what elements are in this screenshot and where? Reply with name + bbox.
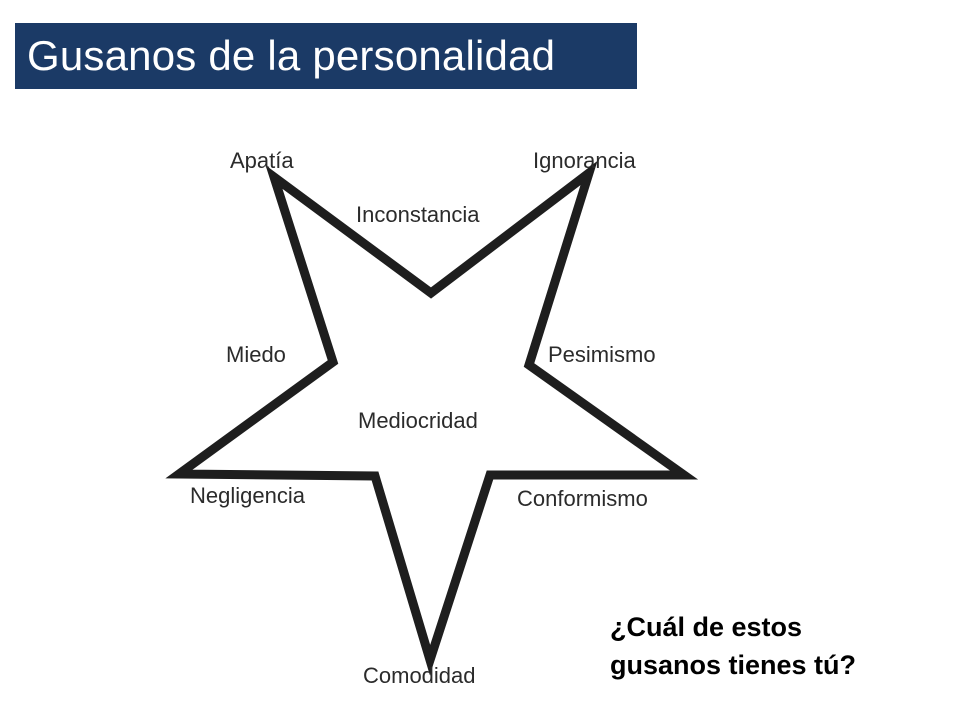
label-ignorancia: Ignorancia xyxy=(533,148,637,173)
label-pesimismo: Pesimismo xyxy=(548,342,656,367)
label-miedo: Miedo xyxy=(226,342,286,367)
question-line-2: gusanos tienes tú? xyxy=(610,650,857,680)
question-text: ¿Cuál de estos gusanos tienes tú? xyxy=(610,608,940,684)
page-title: Gusanos de la personalidad xyxy=(27,32,556,79)
label-comodidad: Comodidad xyxy=(363,663,476,688)
label-conformismo: Conformismo xyxy=(517,486,648,511)
star-outline xyxy=(165,160,699,676)
label-inconstancia: Inconstancia xyxy=(356,202,480,227)
question-line-1: ¿Cuál de estos xyxy=(610,612,803,642)
title-banner: Gusanos de la personalidad xyxy=(15,23,637,89)
label-negligencia: Negligencia xyxy=(190,483,306,508)
label-mediocridad: Mediocridad xyxy=(358,408,478,433)
label-apatia: Apatía xyxy=(230,148,294,173)
